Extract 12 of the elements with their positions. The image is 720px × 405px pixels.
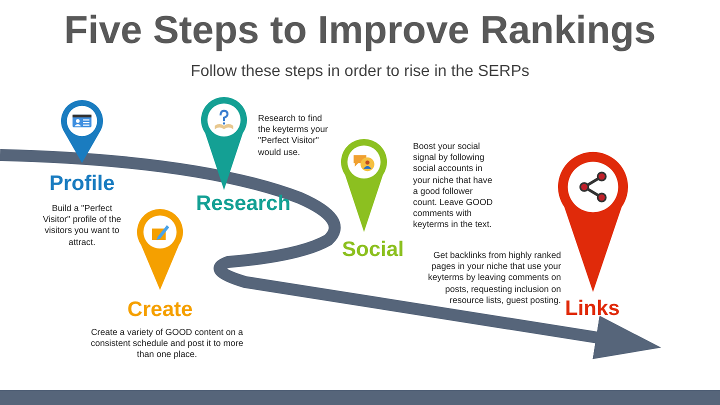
title: Five Steps to Improve Rankings [63, 8, 657, 54]
step-heading: Research [196, 192, 292, 216]
step-heading: Create [126, 298, 194, 322]
step-description: Research to find the keyterms your "Perfect Visitor" would use. [258, 113, 329, 158]
subtitle: Follow these steps in order to rise in the SERPs [190, 62, 530, 82]
step-description: Create a variety of GOOD content on a consistent schedule and post it to more than one place. [90, 327, 244, 361]
step-heading: Links [565, 297, 621, 321]
step-heading: Social [342, 238, 405, 262]
step-heading: Profile [48, 172, 116, 196]
step-description: Boost your social signal by following social accounts in your niche that have a good follower count. Leave GOOD comments with keyterms in the text. [413, 141, 494, 231]
step-description: Build a "Perfect Visitor" profile of the visitors you want to attract. [42, 203, 122, 248]
step-description: Get backlinks from highly ranked pages in your niche that use your keyterms by leaving comments on posts, requesting inclusion on resource lists, guest posting. [427, 250, 561, 306]
